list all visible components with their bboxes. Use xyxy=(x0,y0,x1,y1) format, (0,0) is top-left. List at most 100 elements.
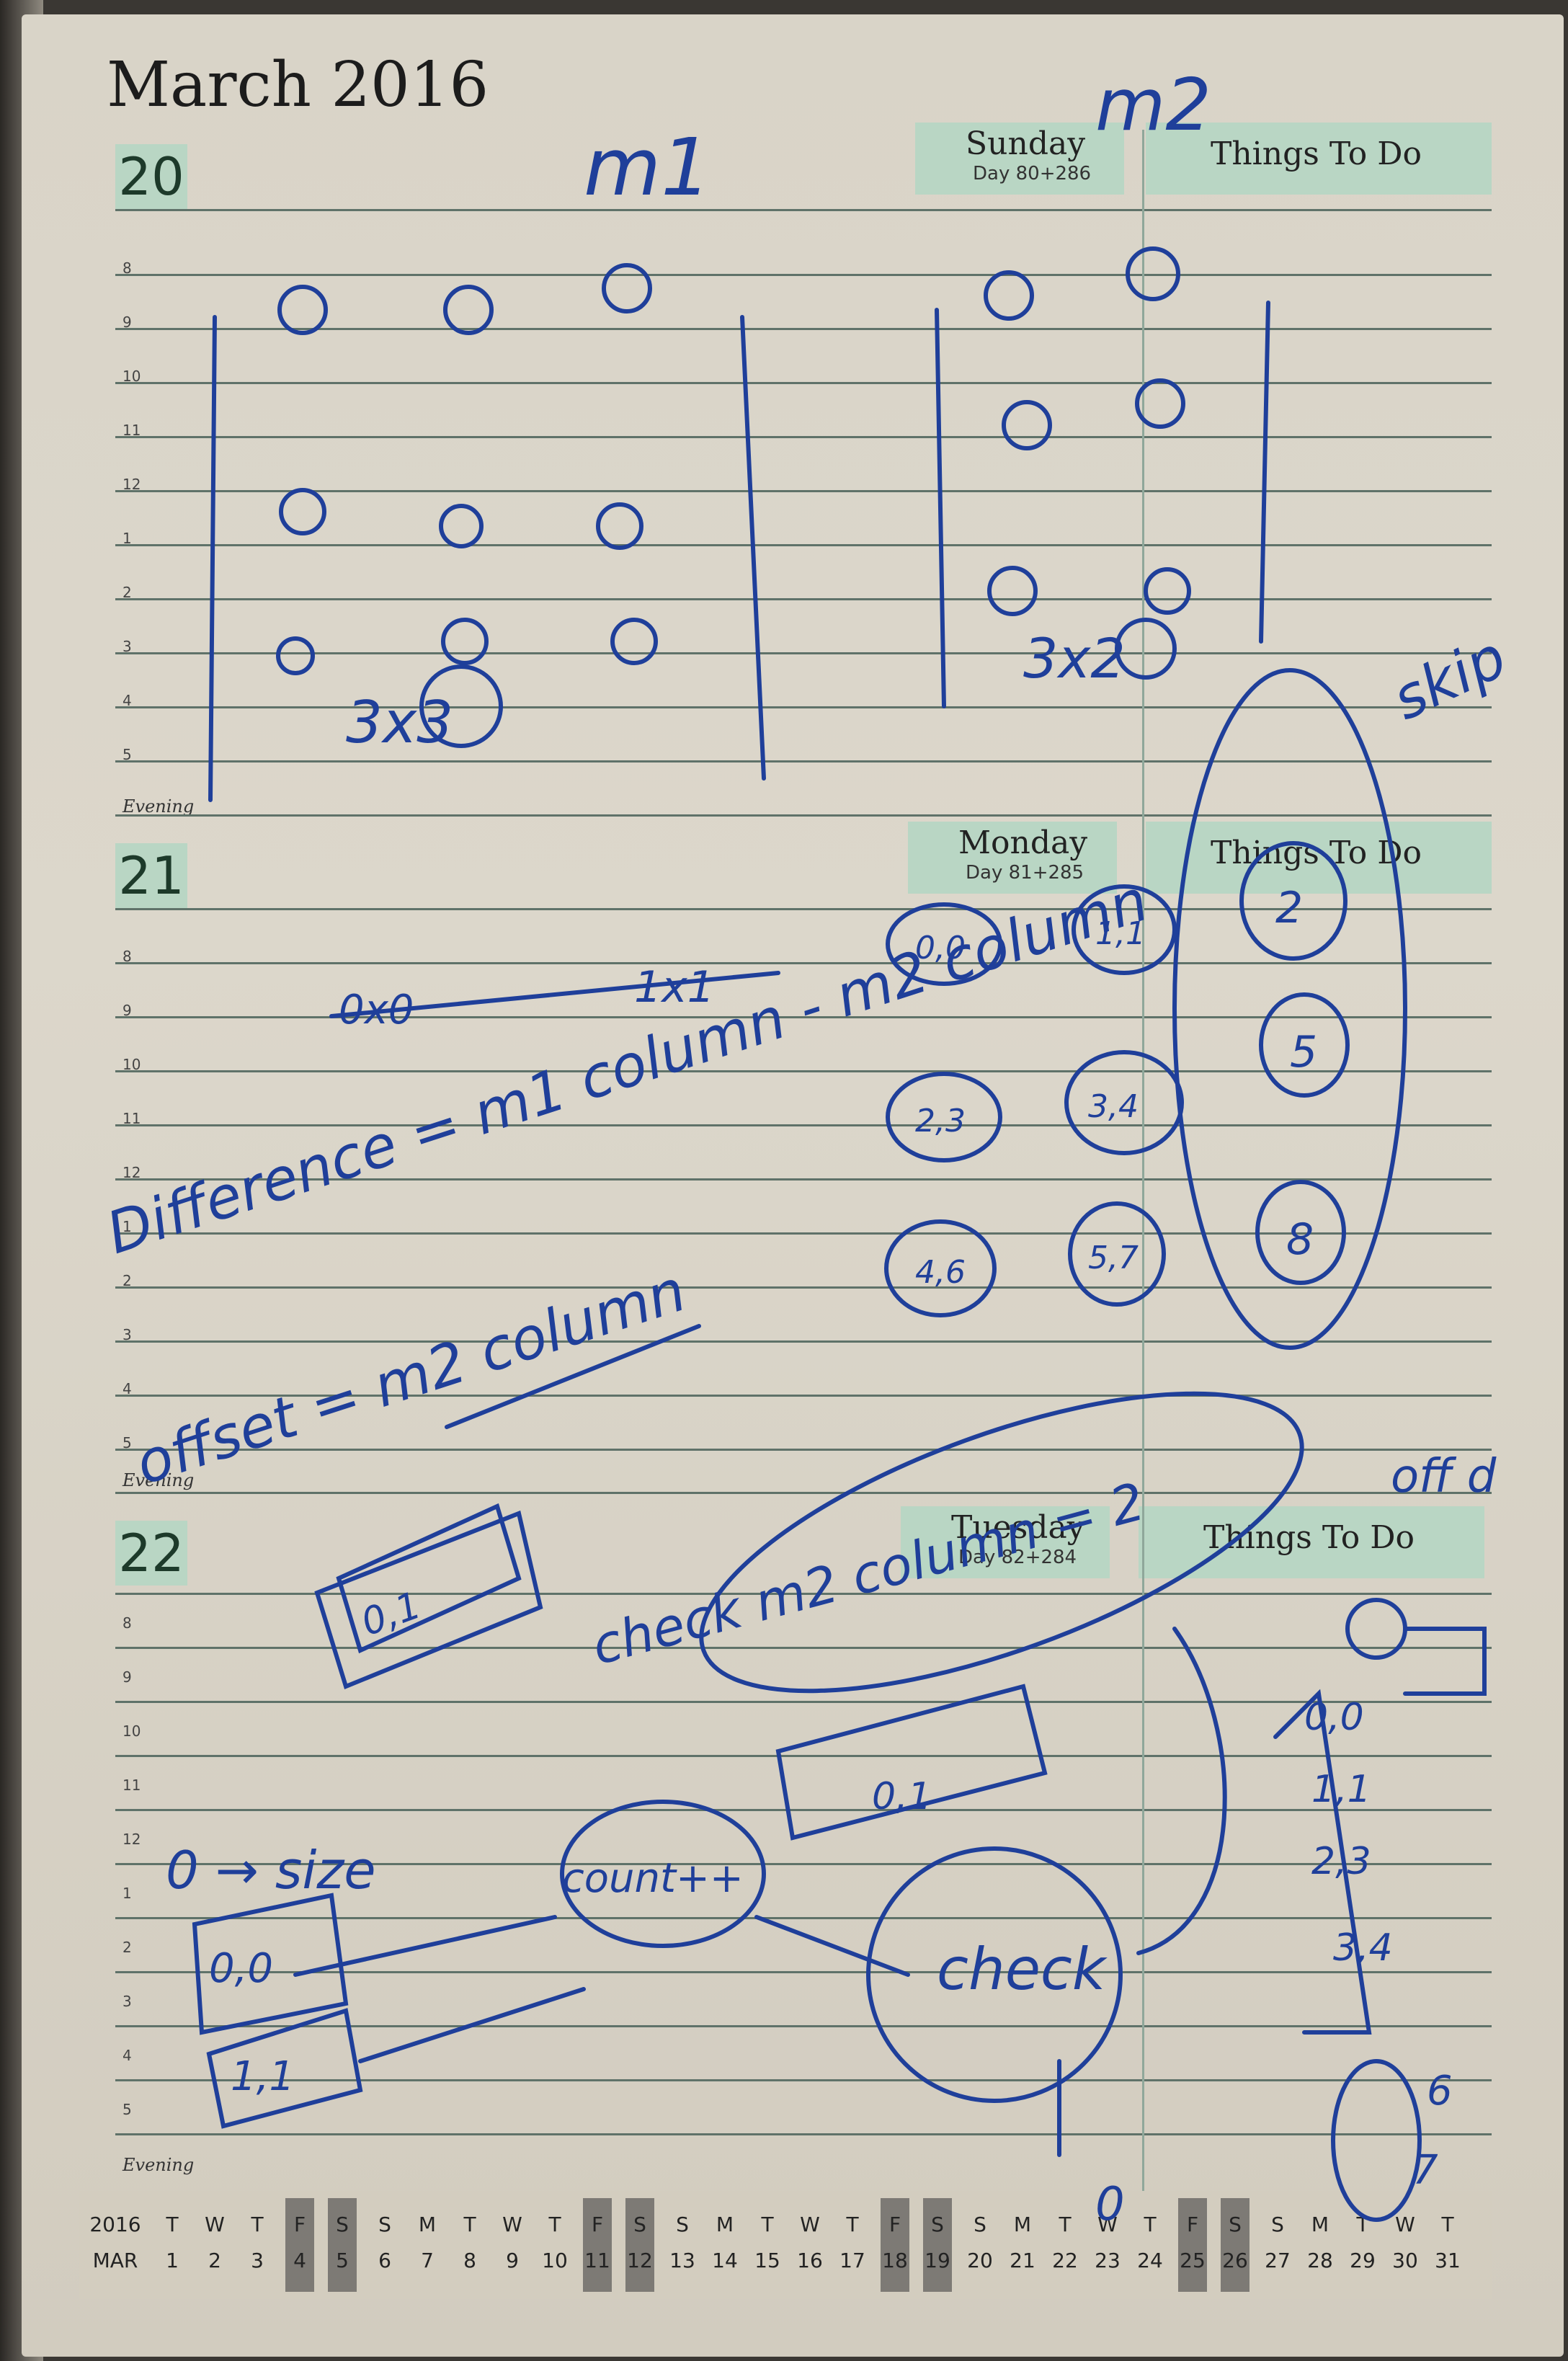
cal-date: 20 xyxy=(967,2249,993,2272)
day-name: Sunday xyxy=(966,125,1086,162)
rule-line xyxy=(115,1593,1492,1595)
hour-label: 1 xyxy=(122,530,132,547)
cal-weekday: W xyxy=(502,2213,522,2236)
cal-date: 2 xyxy=(208,2249,221,2272)
hour-label: 8 xyxy=(122,259,132,277)
hour-label: 10 xyxy=(122,1722,141,1740)
cal-date: 17 xyxy=(839,2249,865,2272)
cal-weekend-shade xyxy=(923,2198,952,2292)
rule-line xyxy=(115,1647,1492,1649)
hour-label: 2 xyxy=(122,584,132,601)
hour-label: 5 xyxy=(122,2101,132,2118)
hour-label: 4 xyxy=(122,2047,132,2064)
box-pair: 1,1 xyxy=(231,2053,295,2100)
three-x-three-label: 3x3 xyxy=(346,689,453,756)
skip-label: skip xyxy=(1383,623,1516,733)
cal-weekday: T xyxy=(166,2213,179,2236)
cal-date: 9 xyxy=(506,2249,519,2272)
cal-date: 27 xyxy=(1265,2249,1291,2272)
cal-weekend-shade xyxy=(583,2198,612,2292)
cal-weekend-shade xyxy=(881,2198,909,2292)
cal-date: 8 xyxy=(463,2249,476,2272)
cal-weekday: T xyxy=(1441,2213,1454,2236)
rule-line xyxy=(115,908,1492,910)
rule-line xyxy=(115,1755,1492,1757)
cal-weekday: F xyxy=(888,2213,901,2236)
hour-label: 9 xyxy=(122,1668,132,1686)
rule-line xyxy=(115,1492,1492,1494)
rule-line xyxy=(115,1449,1492,1451)
cal-weekday: T xyxy=(1059,2213,1072,2236)
rule-line xyxy=(115,1286,1492,1289)
todo-header: Things To Do xyxy=(1146,822,1492,894)
cal-weekday: S xyxy=(633,2213,646,2236)
rule-line xyxy=(115,1232,1492,1235)
month-title: March 2016 xyxy=(107,49,489,121)
handwriting-layer: m1 m2 skip 3x3 3x2 0x0 1x1 Difference = … xyxy=(99,63,1516,2231)
one-x-one-label: 1x1 xyxy=(634,962,715,1013)
cal-date: 12 xyxy=(627,2249,653,2272)
hour-label: 11 xyxy=(122,1777,141,1794)
rule-line xyxy=(115,2079,1492,2081)
hour-label: 2 xyxy=(122,1939,132,1956)
cal-date: 26 xyxy=(1222,2249,1248,2272)
hour-label: 1 xyxy=(122,1885,132,1902)
cal-date: 6 xyxy=(378,2249,391,2272)
rule-line xyxy=(115,706,1492,708)
check2-note: check xyxy=(937,1936,1108,2003)
cal-weekday: M xyxy=(716,2213,734,2236)
rule-line xyxy=(115,1863,1492,1865)
cal-date: 3 xyxy=(251,2249,264,2272)
cal-date: 18 xyxy=(882,2249,908,2272)
todo-header: Things To Do xyxy=(1146,123,1492,195)
hour-label: 1 xyxy=(122,1218,132,1235)
cal-weekday: T xyxy=(251,2213,264,2236)
hour-label: 5 xyxy=(122,1434,132,1451)
day-label: Tuesday Day 82+284 xyxy=(901,1506,1110,1578)
cal-date: 24 xyxy=(1137,2249,1163,2272)
difference-note: Difference = m1 column - m2 column xyxy=(99,866,1156,1267)
rule-line xyxy=(115,544,1492,546)
right-pair: 3,4 xyxy=(1333,1926,1393,1970)
cal-weekday: W xyxy=(205,2213,225,2236)
off-d-note: off d xyxy=(1391,1450,1497,1503)
box-pair: 0,0 xyxy=(209,1945,273,1992)
column-divider xyxy=(1142,130,1144,2205)
cal-date: 23 xyxy=(1095,2249,1121,2272)
hour-label: 3 xyxy=(122,1326,132,1343)
pair-label: 5,7 xyxy=(1088,1240,1139,1276)
rule-line xyxy=(115,1016,1492,1018)
cal-year: 2016 xyxy=(89,2213,141,2236)
hour-label: 3 xyxy=(122,1993,132,2010)
rule-line xyxy=(115,1701,1492,1703)
rule-line xyxy=(115,436,1492,438)
day-number: 20 xyxy=(115,144,187,209)
cal-weekday: S xyxy=(378,2213,391,2236)
cal-date: 5 xyxy=(336,2249,349,2272)
hour-label: 4 xyxy=(122,1380,132,1397)
cal-weekday: F xyxy=(591,2213,604,2236)
cal-weekday: T xyxy=(761,2213,774,2236)
cal-date: 10 xyxy=(542,2249,568,2272)
cal-date: 4 xyxy=(293,2249,306,2272)
cal-weekend-shade xyxy=(328,2198,357,2292)
planner-page: March 2016 20 Sunday Day 80+286 Things T… xyxy=(22,14,1564,2357)
evening-label: Evening xyxy=(122,1470,195,1490)
m2-label: m2 xyxy=(1095,63,1211,147)
cal-date: 15 xyxy=(754,2249,780,2272)
cal-date: 16 xyxy=(797,2249,823,2272)
todo-circle-label: 8 xyxy=(1286,1214,1314,1265)
hour-label: 9 xyxy=(122,314,132,331)
rule-line xyxy=(115,962,1492,964)
cal-date: 25 xyxy=(1180,2249,1206,2272)
cal-weekday: S xyxy=(1229,2213,1242,2236)
cal-weekday: T xyxy=(846,2213,859,2236)
hour-label: 8 xyxy=(122,1614,132,1632)
day-block-20: 20 Sunday Day 80+286 Things To Do 8 9 10… xyxy=(94,123,1492,817)
day-number: 22 xyxy=(115,1521,187,1586)
pair-label: 1,1 xyxy=(1095,915,1146,952)
cal-weekday: W xyxy=(1395,2213,1415,2236)
pair-label: 3,4 xyxy=(1088,1088,1139,1125)
day-label: Sunday Day 80+286 xyxy=(915,123,1124,195)
day-name: Monday xyxy=(958,824,1088,861)
